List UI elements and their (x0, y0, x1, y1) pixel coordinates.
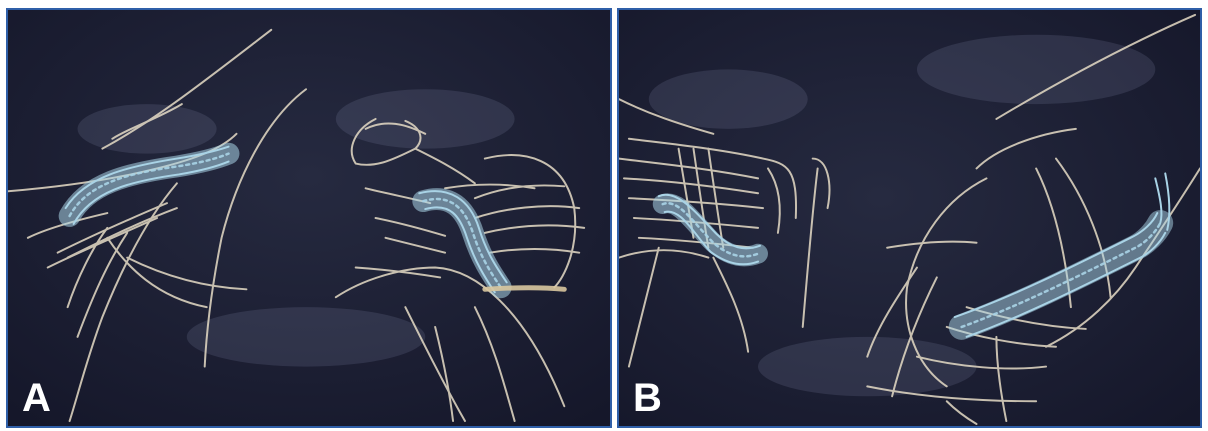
panel-label-a: A (22, 378, 51, 418)
chalk-stroke-base (485, 288, 564, 289)
panel-label-b: B (633, 378, 662, 418)
chalkboard-drawing-a (8, 10, 610, 426)
panel-b: B (617, 8, 1202, 428)
panel-a: A (6, 8, 612, 428)
chalkboard-drawing-b (619, 10, 1200, 426)
